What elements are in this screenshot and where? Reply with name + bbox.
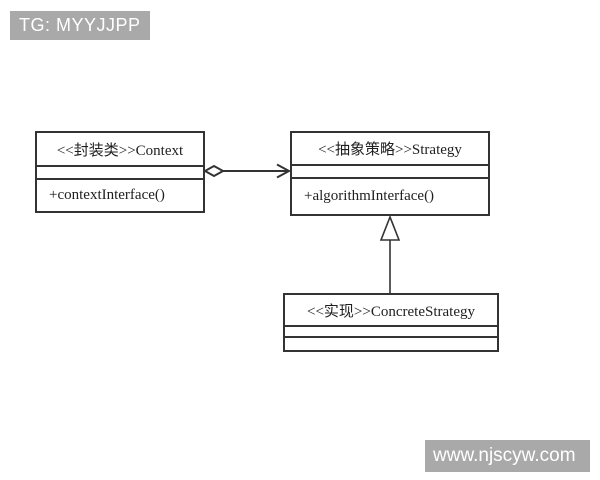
inheritance-triangle-icon <box>379 214 401 241</box>
aggregation-link <box>202 163 292 179</box>
class-method-context: +contextInterface() <box>49 187 165 203</box>
open-arrowhead-icon <box>276 163 292 179</box>
watermark-bottom-right: www.njscyw.com <box>425 440 590 472</box>
class-attributes-concrete-empty <box>285 327 497 338</box>
generalization-link <box>379 214 401 293</box>
class-title-context: <<封装类>>Context <box>37 133 203 167</box>
class-title-strategy: <<抽象策略>>Strategy <box>292 133 488 166</box>
class-box-concrete-strategy: <<实现>>ConcreteStrategy <box>283 293 499 352</box>
watermark-top-left: TG: MYYJJPP <box>10 11 150 40</box>
class-box-context: <<封装类>>Context +contextInterface() <box>35 131 205 213</box>
class-attributes-context-empty <box>37 167 203 180</box>
aggregation-diamond-icon <box>202 164 226 178</box>
class-attributes-strategy-empty <box>292 166 488 179</box>
class-method-strategy: +algorithmInterface() <box>304 188 435 204</box>
class-title-concrete-strategy: <<实现>>ConcreteStrategy <box>285 295 497 327</box>
class-methods-concrete-empty <box>285 338 497 350</box>
class-box-strategy: <<抽象策略>>Strategy +algorithmInterface() <box>290 131 490 216</box>
